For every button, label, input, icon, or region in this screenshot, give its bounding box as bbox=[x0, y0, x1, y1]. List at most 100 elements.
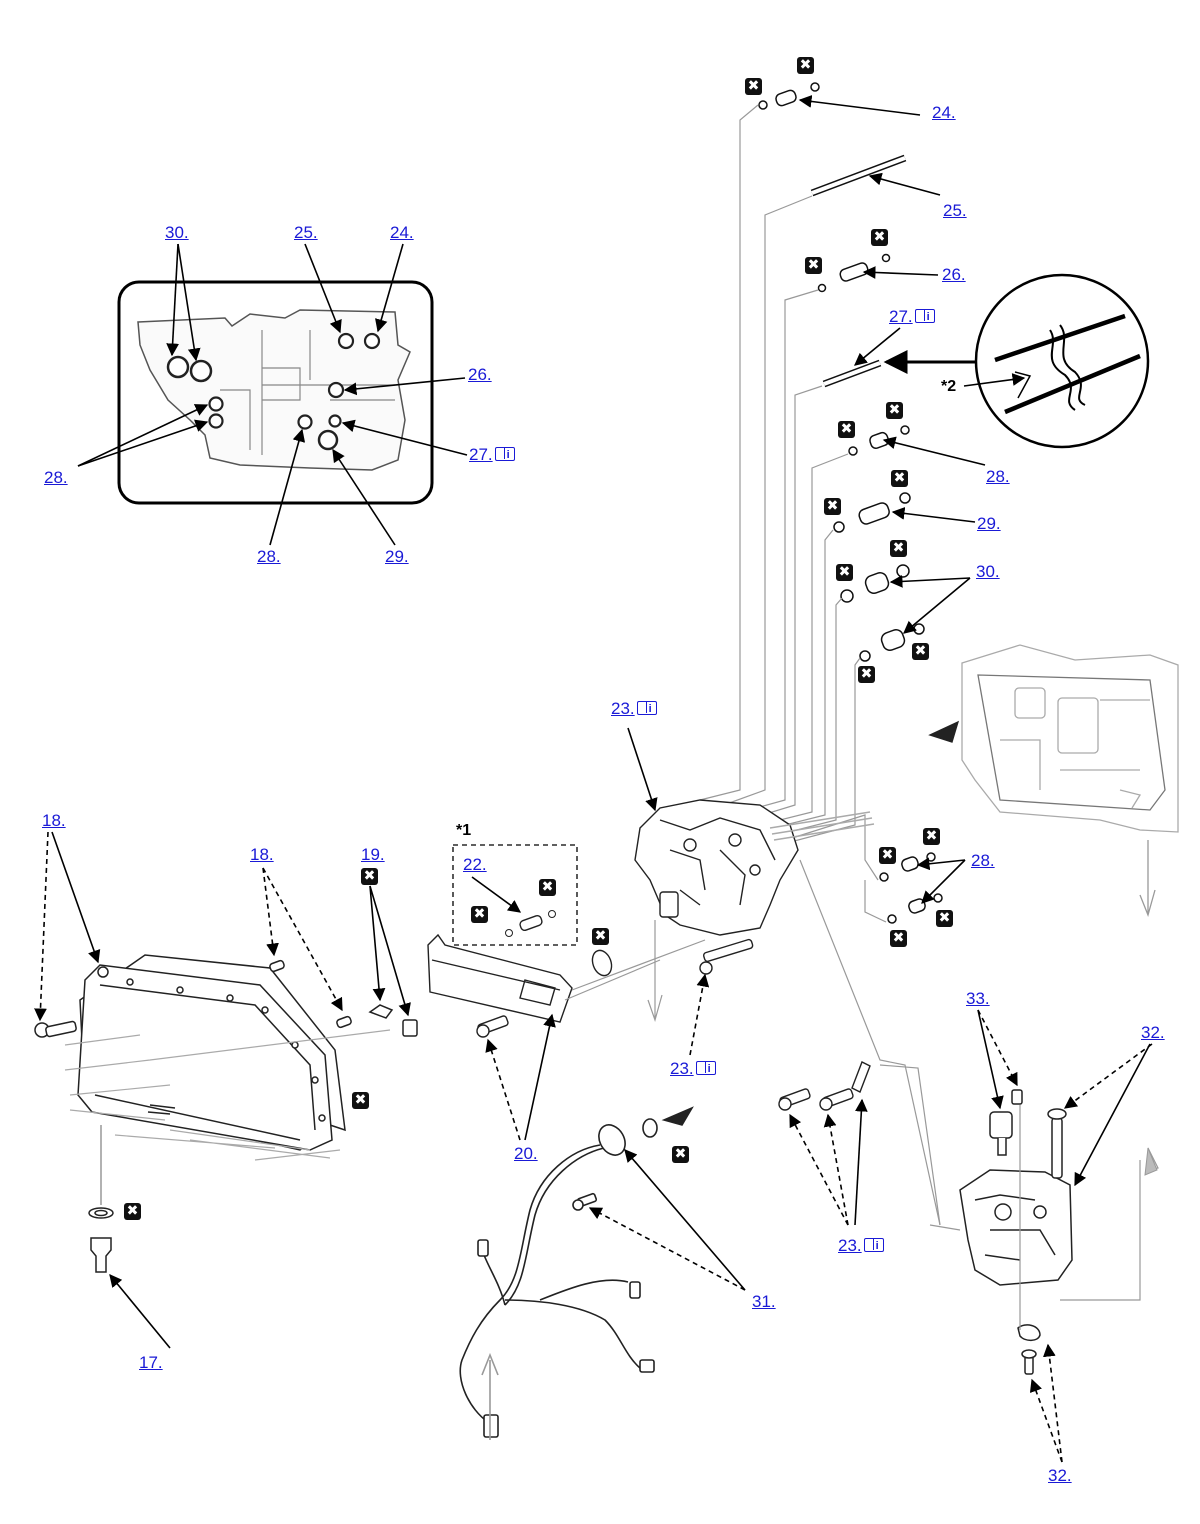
callout-text: 20. bbox=[514, 1144, 538, 1163]
callout-link-23-c23a[interactable]: 23. bbox=[611, 700, 657, 718]
oil-pan-leaders bbox=[34, 831, 411, 1349]
magnified-tube-detail bbox=[883, 273, 1150, 449]
callout-link-26-c26a[interactable]: 26. bbox=[468, 366, 492, 384]
non-reusable-x-icon: ✖ bbox=[890, 540, 907, 557]
non-reusable-x-icon: ✖ bbox=[891, 470, 908, 487]
solenoid-leaders bbox=[977, 1009, 1153, 1463]
non-reusable-x-icon: ✖ bbox=[797, 57, 814, 74]
non-reusable-x-icon: ✖ bbox=[886, 402, 903, 419]
callout-text: 24. bbox=[932, 103, 956, 122]
non-reusable-x-icon: ✖ bbox=[539, 879, 556, 896]
callout-text: 25. bbox=[943, 201, 967, 220]
detail-box-star1 bbox=[452, 844, 578, 946]
info-book-icon bbox=[695, 1060, 716, 1078]
non-reusable-x-icon: ✖ bbox=[745, 78, 762, 95]
callout-text: 17. bbox=[139, 1353, 163, 1372]
callout-link-18-c18a[interactable]: 18. bbox=[42, 812, 66, 830]
callout-link-23-c23b[interactable]: 23. bbox=[670, 1060, 716, 1078]
valve-body-leaders bbox=[627, 727, 658, 812]
callout-link-27-c27a[interactable]: 27. bbox=[469, 446, 515, 464]
callout-link-17-c17[interactable]: 17. bbox=[139, 1354, 163, 1372]
oil-strainer bbox=[427, 933, 613, 1038]
assembly-guide-lines bbox=[699, 104, 887, 923]
non-reusable-x-icon: ✖ bbox=[871, 229, 888, 246]
callout-link-33-c33[interactable]: 33. bbox=[966, 990, 990, 1008]
callout-link-27-c27b[interactable]: 27. bbox=[889, 308, 935, 326]
callout-text: 32. bbox=[1141, 1023, 1165, 1042]
callout-link-32-c32b[interactable]: 32. bbox=[1048, 1467, 1072, 1485]
non-reusable-x-icon: ✖ bbox=[936, 910, 953, 927]
callout-link-19-c19[interactable]: 19. bbox=[361, 846, 385, 864]
callout-link-28-c28c[interactable]: 28. bbox=[986, 468, 1010, 486]
callout-text: 26. bbox=[942, 265, 966, 284]
callout-link-29-c29a[interactable]: 29. bbox=[385, 548, 409, 566]
callout-text: 23. bbox=[611, 699, 635, 718]
drain-plug bbox=[88, 1125, 114, 1273]
callout-link-26-c26b[interactable]: 26. bbox=[942, 266, 966, 284]
non-reusable-x-icon: ✖ bbox=[890, 930, 907, 947]
callout-link-22-c22[interactable]: 22. bbox=[463, 856, 487, 874]
note-star1: *1 bbox=[456, 822, 472, 839]
callout-link-28-c28b[interactable]: 28. bbox=[257, 548, 281, 566]
callout-link-23-c23c[interactable]: 23. bbox=[838, 1237, 884, 1255]
callout-text: 25. bbox=[294, 223, 318, 242]
non-reusable-x-icon: ✖ bbox=[923, 828, 940, 845]
non-reusable-x-icon: ✖ bbox=[805, 257, 822, 274]
info-book-icon bbox=[636, 700, 657, 718]
non-reusable-x-icon: ✖ bbox=[124, 1203, 141, 1220]
info-book-icon bbox=[494, 446, 515, 464]
callout-text: 28. bbox=[986, 467, 1010, 486]
non-reusable-x-icon: ✖ bbox=[361, 868, 378, 885]
non-reusable-x-icon: ✖ bbox=[912, 643, 929, 660]
non-reusable-x-icon: ✖ bbox=[858, 666, 875, 683]
non-reusable-x-icon: ✖ bbox=[672, 1146, 689, 1163]
callout-text: 29. bbox=[977, 514, 1001, 533]
callout-text: 28. bbox=[44, 468, 68, 487]
callout-link-24-c24b[interactable]: 24. bbox=[932, 104, 956, 122]
callout-text: 24. bbox=[390, 223, 414, 242]
strainer-leaders bbox=[485, 1013, 556, 1141]
non-reusable-x-icon: ✖ bbox=[836, 564, 853, 581]
non-reusable-x-icon: ✖ bbox=[879, 847, 896, 864]
callout-link-31-c31[interactable]: 31. bbox=[752, 1293, 776, 1311]
sleeve-and-tube-parts bbox=[758, 82, 943, 924]
callout-link-32-c32a[interactable]: 32. bbox=[1141, 1024, 1165, 1042]
non-reusable-x-icon: ✖ bbox=[824, 498, 841, 515]
tube-leader-lines bbox=[798, 95, 986, 904]
callout-link-30-c30b[interactable]: 30. bbox=[976, 563, 1000, 581]
callout-link-30-c30a[interactable]: 30. bbox=[165, 224, 189, 242]
callout-text: 29. bbox=[385, 547, 409, 566]
callout-text: 22. bbox=[463, 855, 487, 874]
callout-text: 28. bbox=[257, 547, 281, 566]
callout-text: 33. bbox=[966, 989, 990, 1008]
valve-body-assembly bbox=[634, 799, 875, 936]
callout-text: 26. bbox=[468, 365, 492, 384]
callout-text: 27. bbox=[889, 307, 913, 326]
valve-body-bolts bbox=[699, 938, 871, 1111]
callout-text: 23. bbox=[670, 1059, 694, 1078]
callout-link-20-c20[interactable]: 20. bbox=[514, 1145, 538, 1163]
callout-text: 28. bbox=[971, 851, 995, 870]
callout-link-18-c18b[interactable]: 18. bbox=[250, 846, 274, 864]
wire-harness bbox=[459, 1106, 694, 1440]
valve-bolt-leaders bbox=[689, 973, 849, 1226]
non-reusable-x-icon: ✖ bbox=[838, 421, 855, 438]
callout-link-28-c28d[interactable]: 28. bbox=[971, 852, 995, 870]
callout-text: 27. bbox=[469, 445, 493, 464]
info-book-icon bbox=[914, 308, 935, 326]
callout-text: 32. bbox=[1048, 1466, 1072, 1485]
callout-text: 30. bbox=[165, 223, 189, 242]
callout-text: 19. bbox=[361, 845, 385, 864]
info-book-icon bbox=[863, 1237, 884, 1255]
callout-text: 30. bbox=[976, 562, 1000, 581]
callout-link-25-c25b[interactable]: 25. bbox=[943, 202, 967, 220]
callout-link-25-c25a[interactable]: 25. bbox=[294, 224, 318, 242]
callout-text: 31. bbox=[752, 1292, 776, 1311]
transmission-case-view bbox=[928, 644, 1179, 918]
callout-link-28-c28a[interactable]: 28. bbox=[44, 469, 68, 487]
callout-link-24-c24a[interactable]: 24. bbox=[390, 224, 414, 242]
callout-link-29-c29b[interactable]: 29. bbox=[977, 515, 1001, 533]
non-reusable-x-icon: ✖ bbox=[471, 906, 488, 923]
